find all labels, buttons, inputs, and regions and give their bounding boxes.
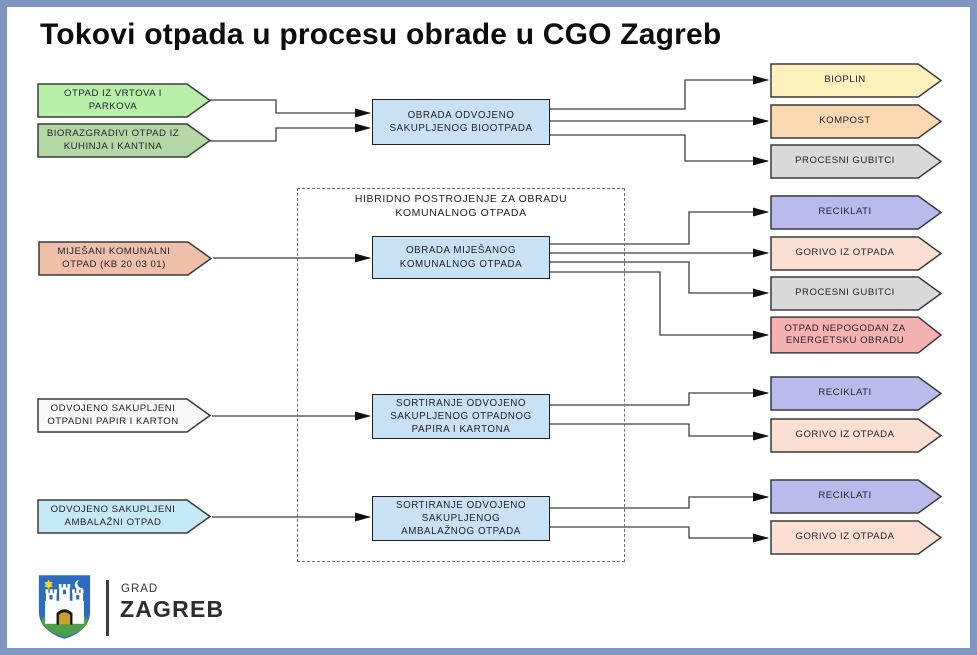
connector-garden-to-bio — [210, 99, 371, 118]
node-label: ODVOJENO SAKUPLJENI AMBALAŽNI OTPAD — [50, 504, 176, 528]
connector-bio-to-bioplin — [550, 75, 769, 110]
pentagon-arrow-shape — [770, 104, 942, 139]
output-node-rdf-paper: GORIVO IZ OTPADA — [770, 418, 942, 453]
pentagon-arrow-shape — [770, 195, 942, 230]
node-label: PROCESNI GUBITCI — [795, 155, 895, 167]
node-label: RECIKLATI — [818, 206, 872, 218]
pentagon-arrow-shape — [38, 241, 212, 276]
node-label: OTPAD IZ VRTOVA I PARKOVA — [64, 88, 162, 112]
pentagon-arrow-shape — [770, 316, 942, 354]
output-node-bioplin: BIOPLIN — [770, 63, 942, 98]
output-node-process-losses-mixed: PROCESNI GUBITCI — [770, 276, 942, 311]
pentagon-arrow-shape — [37, 123, 211, 158]
output-node-unsuitable-waste: OTPAD NEPOGODAN ZA ENERGETSKU OBRADU — [770, 316, 942, 354]
connector-mixed-to-losses — [550, 261, 769, 298]
output-node-reciklati-paper: RECIKLATI — [770, 376, 942, 411]
connector-mixed-to-reciklati — [550, 207, 769, 245]
pentagon-arrow-shape — [770, 418, 942, 453]
input-node-mixed-municipal-waste: MIJEŠANI KOMUNALNI OTPAD (KB 20 03 01) — [38, 241, 212, 276]
pentagon-arrow-shape — [770, 479, 942, 514]
node-label: ODVOJENO SAKUPLJENI OTPADNI PAPIR I KART… — [47, 403, 179, 427]
input-node-paper-cardboard: ODVOJENO SAKUPLJENI OTPADNI PAPIR I KART… — [37, 398, 211, 433]
logo-divider — [106, 580, 109, 636]
pentagon-arrow-shape — [770, 520, 942, 555]
pentagon-arrow-shape — [37, 83, 211, 118]
pentagon-arrow-shape — [37, 398, 211, 433]
process-node-packaging-sorting: SORTIRANJE ODVOJENO SAKUPLJENOG AMBALAŽN… — [372, 496, 550, 541]
node-label: GORIVO IZ OTPADA — [795, 531, 895, 543]
output-node-rdf-packaging: GORIVO IZ OTPADA — [770, 520, 942, 555]
output-node-process-losses-bio: PROCESNI GUBITCI — [770, 144, 942, 179]
connector-paper-to-reciklati — [550, 388, 769, 406]
input-node-garden-park-waste: OTPAD IZ VRTOVA I PARKOVA — [37, 83, 211, 118]
connector-mixed-to-unsuitable — [550, 271, 769, 340]
org-name-small: GRAD — [121, 583, 159, 595]
process-node-paper-sorting: SORTIRANJE ODVOJENO SAKUPLJENOG OTPADNOG… — [372, 394, 550, 439]
page-title: Tokovi otpada u procesu obrade u CGO Zag… — [40, 18, 722, 51]
hybrid-plant-boundary: HIBRIDNO POSTROJENJE ZA OBRADU KOMUNALNO… — [297, 188, 625, 562]
pentagon-arrow-shape — [770, 236, 942, 271]
pentagon-arrow-shape — [770, 63, 942, 98]
connector-packaging-to-reciklati — [550, 492, 769, 509]
input-node-packaging-waste: ODVOJENO SAKUPLJENI AMBALAŽNI OTPAD — [37, 499, 211, 534]
node-label: BIORAZGRADIVI OTPAD IZ KUHINJA I KANTINA — [46, 128, 180, 152]
process-node-mixed-treatment: OBRADA MIJEŠANOG KOMUNALNOG OTPADA — [372, 236, 550, 279]
output-node-kompost: KOMPOST — [770, 104, 942, 139]
input-node-biodegradable-kitchen-waste: BIORAZGRADIVI OTPAD IZ KUHINJA I KANTINA — [37, 123, 211, 158]
connector-kitchen-to-bio — [210, 123, 371, 142]
pentagon-arrow-shape — [770, 376, 942, 411]
pentagon-arrow-shape — [770, 144, 942, 179]
node-label: MIJEŠANI KOMUNALNI OTPAD (KB 20 03 01) — [57, 246, 171, 270]
output-node-rdf-mixed: GORIVO IZ OTPADA — [770, 236, 942, 271]
node-label: KOMPOST — [819, 115, 871, 127]
node-label: GORIVO IZ OTPADA — [795, 429, 895, 441]
output-node-reciklati-packaging: RECIKLATI — [770, 479, 942, 514]
connector-bio-to-losses — [550, 134, 769, 166]
process-node-bio-treatment: OBRADA ODVOJENO SAKUPLJENOG BIOOTPADA — [372, 99, 550, 145]
node-label: RECIKLATI — [818, 387, 872, 399]
connector-packaging-to-rdf — [550, 526, 769, 543]
pentagon-arrow-shape — [37, 499, 211, 534]
zagreb-coat-of-arms-icon — [38, 575, 91, 639]
node-label: BIOPLIN — [824, 74, 866, 86]
org-name-large: ZAGREB — [120, 596, 225, 622]
node-label: GORIVO IZ OTPADA — [795, 247, 895, 259]
node-label: PROCESNI GUBITCI — [795, 287, 895, 299]
pentagon-arrow-shape — [770, 276, 942, 311]
hybrid-plant-label: HIBRIDNO POSTROJENJE ZA OBRADU KOMUNALNO… — [354, 193, 568, 219]
node-label: RECIKLATI — [818, 490, 872, 502]
connector-paper-to-rdf — [550, 423, 769, 441]
node-label: OTPAD NEPOGODAN ZA ENERGETSKU OBRADU — [784, 322, 906, 346]
output-node-reciklati-mixed: RECIKLATI — [770, 195, 942, 230]
